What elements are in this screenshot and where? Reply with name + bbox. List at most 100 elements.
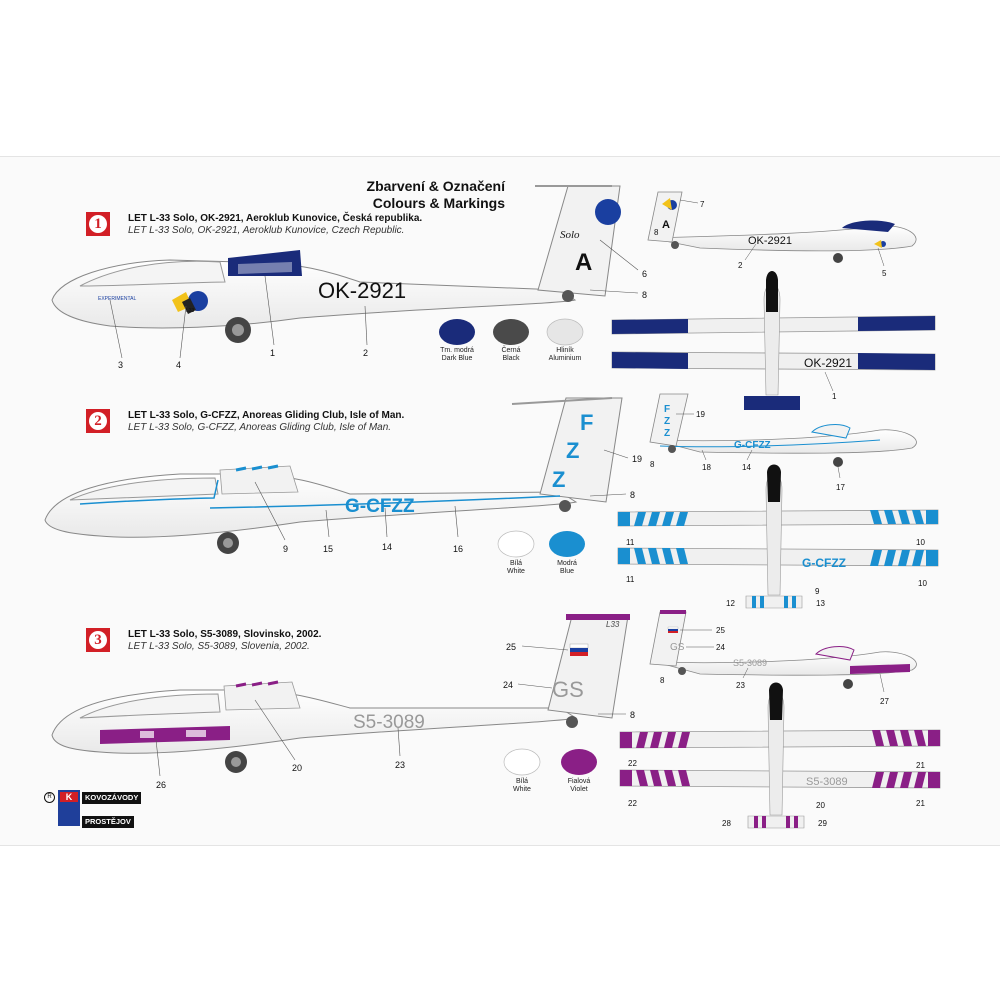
swatch-white — [497, 530, 535, 558]
scheme-2-callout: 14 — [382, 542, 392, 552]
scheme-3-small-callout: 8 — [660, 676, 665, 685]
scheme-3-small-tail-code: GS — [670, 642, 685, 653]
scheme-3-title-cz: LET L-33 Solo, S5-3089, Slovinsko, 2002. — [128, 629, 322, 640]
scheme-2-small-callout: 19 — [696, 410, 705, 419]
scheme-2-top-callout: 10 — [916, 538, 925, 547]
scheme-2-tail-letter-2: Z — [566, 438, 579, 463]
swatch-label-en: Black — [502, 355, 520, 362]
swatch-label-aluminium: Hliník Aluminium — [535, 347, 595, 363]
scheme-2-top-callouts: 11 10 11 10 9 12 13 — [626, 538, 927, 608]
scheme-2-callout: 8 — [630, 490, 635, 500]
heading-czech: Zbarvení & Označení — [366, 178, 505, 194]
scheme-1-top-registration: OK-2921 — [804, 356, 852, 370]
scheme-2-small-callouts: 19 8 18 14 17 — [650, 410, 845, 492]
scheme-2-top-callout: 11 — [626, 575, 635, 584]
swatch-label-en: Blue — [559, 568, 574, 575]
scheme-1-small-tail-letter: A — [662, 219, 670, 231]
scheme-2-small-callout: 14 — [742, 463, 751, 472]
scheme-1-small-registration: OK-2921 — [748, 235, 792, 247]
scheme-3-tail-code: GS — [552, 677, 584, 702]
scheme-3-small-callout: 25 — [716, 626, 725, 635]
scheme-2-small-callout: 18 — [702, 463, 711, 472]
swatch-label-black: Černá Black — [481, 347, 541, 363]
scheme-2-registration: G-CFZZ — [345, 496, 415, 517]
swatch-label-cz: Modrá — [557, 560, 577, 567]
scheme-2-callout: 19 — [632, 454, 642, 464]
swatch-label-en: Violet — [570, 786, 588, 793]
scheme-3-callout: 24 — [503, 680, 513, 690]
scheme-1-title-en: LET L-33 Solo, OK-2921, Aeroklub Kunovic… — [128, 225, 405, 236]
scheme-1-tail-script: Solo — [560, 229, 580, 241]
scheme-1-small-callouts: 7 8 2 5 — [654, 199, 887, 278]
scheme-1-swatches — [439, 318, 584, 346]
scheme-2-title-en: LET L-33 Solo, G-CFZZ, Anoreas Gliding C… — [128, 422, 392, 433]
scheme-1-registration: OK-2921 — [318, 278, 406, 303]
scheme-2-top-callout: 9 — [815, 587, 820, 596]
scheme-3-callout: 26 — [156, 780, 166, 790]
scheme-3-callout: 8 — [630, 710, 635, 720]
scheme-2-number-badge: 2 — [86, 409, 110, 433]
swatch-dark-blue — [439, 319, 475, 345]
scheme-2-tail-letter-1: F — [580, 410, 593, 435]
swatch-label-dark-blue: Tm. modrá Dark Blue — [427, 347, 487, 363]
scheme-2-side-profile: F Z Z G-CFZZ — [44, 397, 623, 554]
scheme-1-small-callout: 7 — [700, 200, 705, 209]
swatch-label-en: White — [507, 568, 525, 575]
logo-mark: K — [60, 792, 78, 802]
scheme-2-small-callout: 17 — [836, 483, 845, 492]
logo-bottom-text: PROSTĚJOV — [82, 816, 134, 828]
scheme-3-swatches — [503, 748, 597, 776]
scheme-1-callout: 1 — [270, 348, 275, 358]
logo-shield: K — [58, 790, 80, 826]
scheme-3-side-callouts: 25 24 8 20 23 26 — [155, 642, 635, 790]
scheme-3-top-view: S5-3089 — [619, 682, 941, 829]
scheme-1-number-badge: 1 — [86, 212, 110, 236]
scheme-3-small-side: GS S5-3089 — [649, 610, 917, 689]
swatch-black — [493, 319, 529, 345]
scheme-3-callout: 20 — [292, 763, 302, 773]
scheme-3-title-en: LET L-33 Solo, S5-3089, Slovenia, 2002. — [128, 641, 310, 652]
scheme-3-small-callout: 27 — [880, 697, 889, 706]
scheme-3-registration: S5-3089 — [353, 712, 425, 733]
scheme-3-top-callouts: 22 21 22 20 21 28 29 — [628, 759, 925, 828]
scheme-3-number-badge: 3 — [86, 628, 110, 652]
scheme-2-title: LET L-33 Solo, G-CFZZ, Anoreas Gliding C… — [128, 410, 404, 434]
scheme-1-side-profile: A Solo OK-2921 EXPERIMENTAL L33 — [51, 185, 621, 343]
heading-english: Colours & Markings — [372, 195, 505, 211]
swatch-label-cz: Černá — [501, 347, 521, 354]
scheme-2-small-callout: 8 — [650, 460, 655, 469]
scheme-3-top-callout: 20 — [816, 801, 825, 810]
scheme-1-small-callout: 5 — [882, 269, 887, 278]
scheme-1-small-callout: 8 — [654, 228, 659, 237]
scheme-3-callout: 25 — [506, 642, 516, 652]
swatch-label-cz: Bílá — [515, 778, 529, 785]
swatch-violet — [561, 749, 597, 775]
scheme-3-top-callout: 21 — [916, 799, 925, 808]
scheme-3-title: LET L-33 Solo, S5-3089, Slovinsko, 2002.… — [128, 629, 321, 653]
scheme-1-callout: 3 — [118, 360, 123, 370]
scheme-1-callout: 8 — [642, 290, 647, 300]
scheme-3-small-registration: S5-3089 — [733, 658, 767, 668]
scheme-3-top-callout: 22 — [628, 799, 637, 808]
swatch-label-cz: Bílá — [509, 560, 523, 567]
swatch-aluminium — [546, 318, 584, 346]
scheme-1-top-view: OK-2921 1 — [611, 271, 936, 410]
scheme-1-nose-badge: L33 — [186, 308, 195, 314]
swatch-label-cz: Fialová — [567, 778, 591, 785]
scheme-3-side-profile: L33 GS S5-3089 — [51, 614, 630, 773]
scheme-2-top-callout: 11 — [626, 538, 635, 547]
swatch-label-blue: Modrá Blue — [537, 560, 597, 576]
scheme-3-number: 3 — [89, 631, 107, 649]
swatch-label-en: Dark Blue — [441, 355, 473, 362]
scheme-2-callout: 16 — [453, 544, 463, 554]
scheme-3-top-callout: 28 — [722, 819, 731, 828]
scheme-2-small-side: F Z Z G-CFZZ — [649, 393, 917, 467]
scheme-1-callout: 2 — [363, 348, 368, 358]
sheet-heading: Zbarvení & Označení Colours & Markings — [355, 178, 505, 212]
scheme-2-number: 2 — [89, 412, 107, 430]
scheme-3-top-registration: S5-3089 — [806, 776, 848, 788]
swatch-label-en: White — [513, 786, 531, 793]
swatch-label-cz: Tm. modrá — [440, 347, 474, 354]
swatch-label-white: Bílá White — [492, 778, 552, 794]
